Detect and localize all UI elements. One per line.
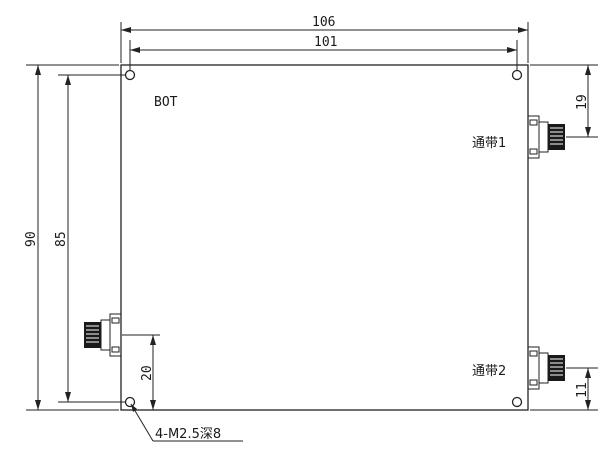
dimension-port2-offset: 11 <box>530 367 598 411</box>
dimension-hole-spacing-height: 85 <box>54 74 126 403</box>
dimension-port1-offset: 19 <box>530 64 598 138</box>
hole-bottom-right <box>511 396 523 408</box>
dimension-overall-height: 90 <box>24 64 119 411</box>
input-connector-icon <box>84 313 122 357</box>
port2-label: 通带2 <box>472 364 506 379</box>
hole-bottom-left <box>124 396 136 408</box>
dimension-hole-spacing-width-value: 101 <box>314 35 337 50</box>
hole-top-left <box>124 69 136 81</box>
dimension-overall-width-value: 106 <box>312 15 335 30</box>
mounting-holes <box>124 69 523 408</box>
dimension-hole-spacing-height-value: 85 <box>54 231 69 247</box>
face-label: BOT <box>154 95 178 110</box>
port1-connector-icon <box>527 115 565 159</box>
dimension-input-port-offset: 20 <box>122 334 160 410</box>
hole-callout: 4-M2.5深8 <box>130 403 243 442</box>
hole-top-right <box>511 69 523 81</box>
dimension-overall-height-value: 90 <box>24 231 39 247</box>
port2-connector-icon <box>527 346 565 390</box>
dimension-overall-width: 106 <box>120 15 529 63</box>
hole-callout-text: 4-M2.5深8 <box>155 427 221 442</box>
housing-outline <box>120 64 529 411</box>
dimension-port1-offset-value: 19 <box>575 94 590 110</box>
dimension-input-port-offset-value: 20 <box>140 365 155 381</box>
dimension-hole-spacing-width: 101 <box>129 35 518 70</box>
dimension-port2-offset-value: 11 <box>575 382 590 398</box>
port1-label: 通带1 <box>472 136 506 151</box>
